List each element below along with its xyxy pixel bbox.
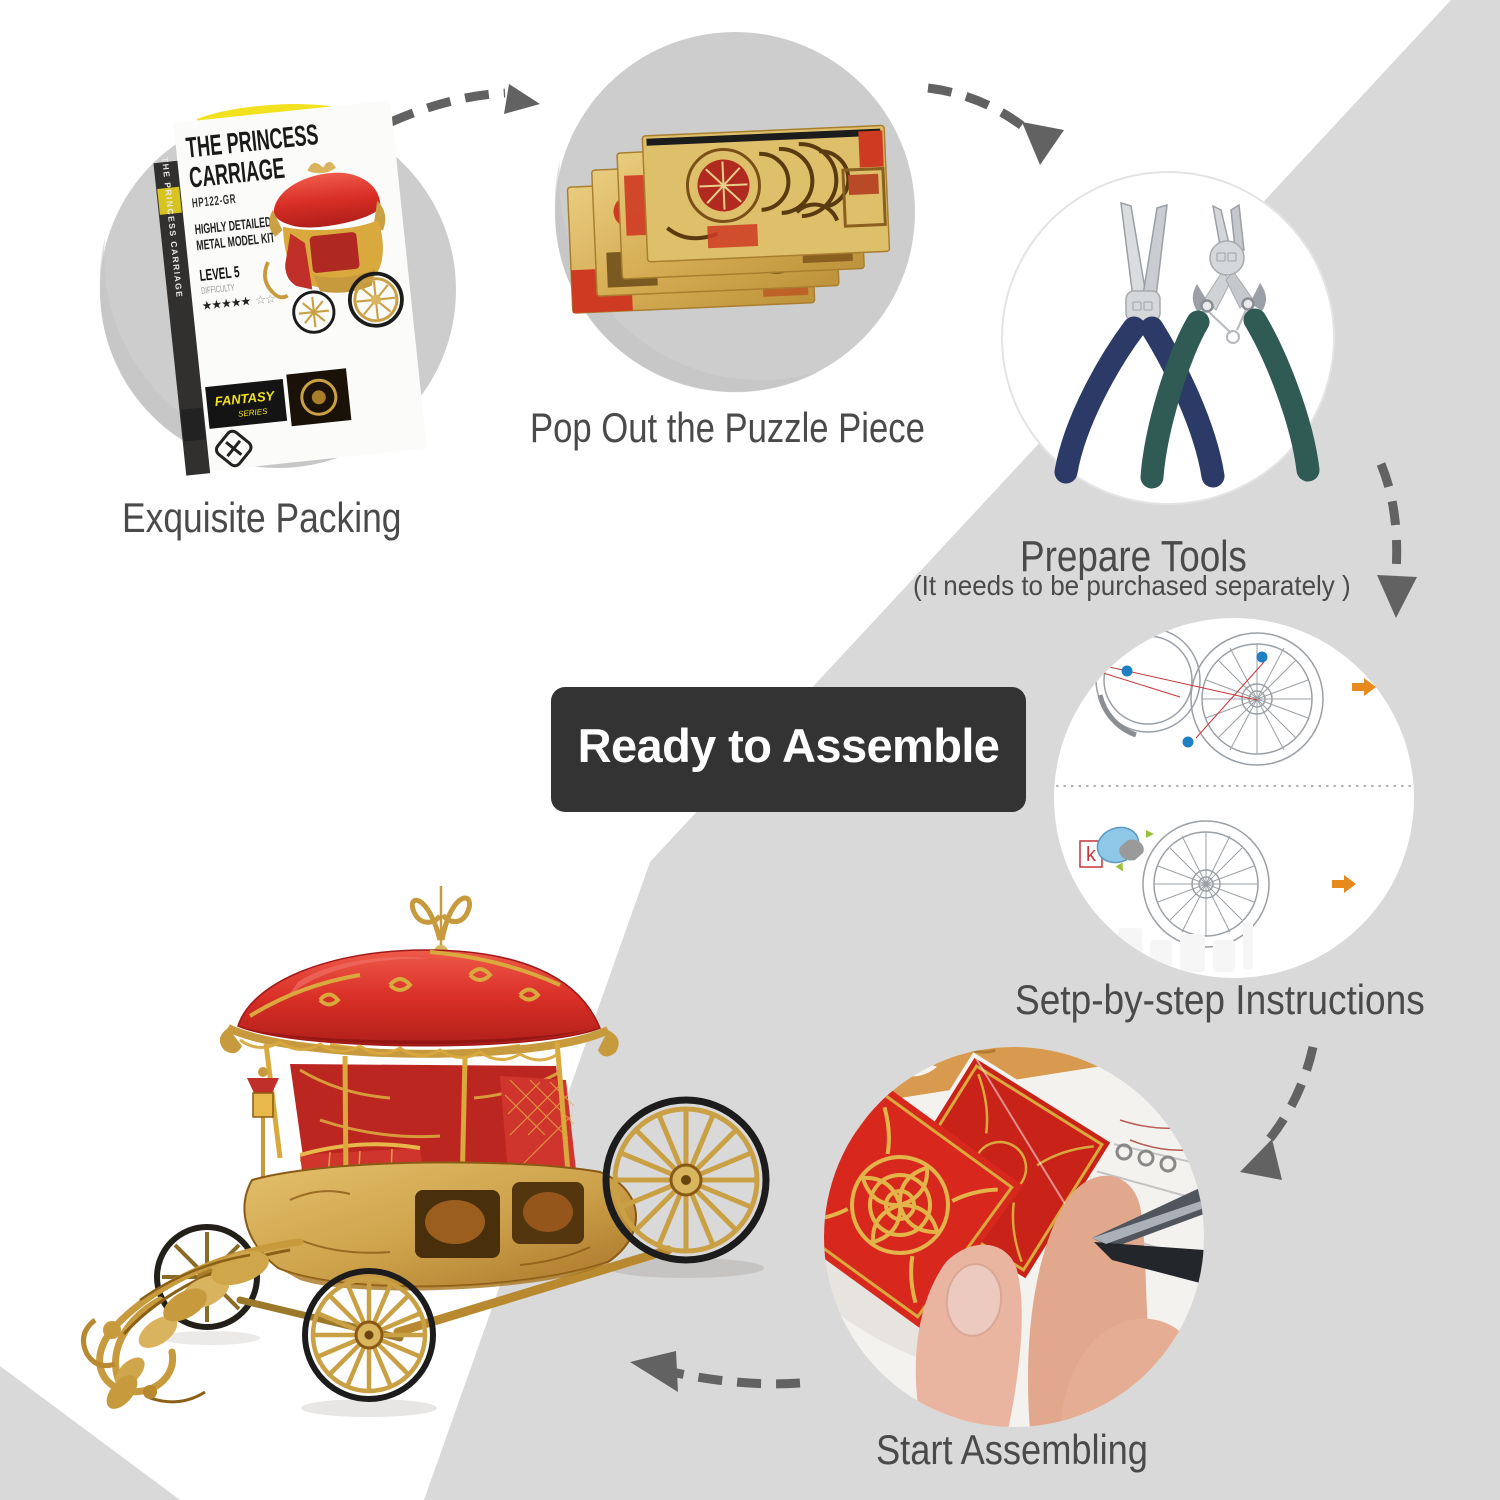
svg-text:SERIES: SERIES xyxy=(238,407,269,419)
svg-text:★★★★★: ★★★★★ xyxy=(201,294,251,313)
svg-text:☆☆: ☆☆ xyxy=(255,291,276,307)
svg-text:FANTASY: FANTASY xyxy=(214,388,276,409)
svg-text:LEVEL 5: LEVEL 5 xyxy=(199,262,241,284)
svg-text:DIFFICULTY: DIFFICULTY xyxy=(201,282,236,296)
svg-text:k: k xyxy=(1086,844,1097,866)
svg-text:HP122-GR: HP122-GR xyxy=(191,192,237,211)
